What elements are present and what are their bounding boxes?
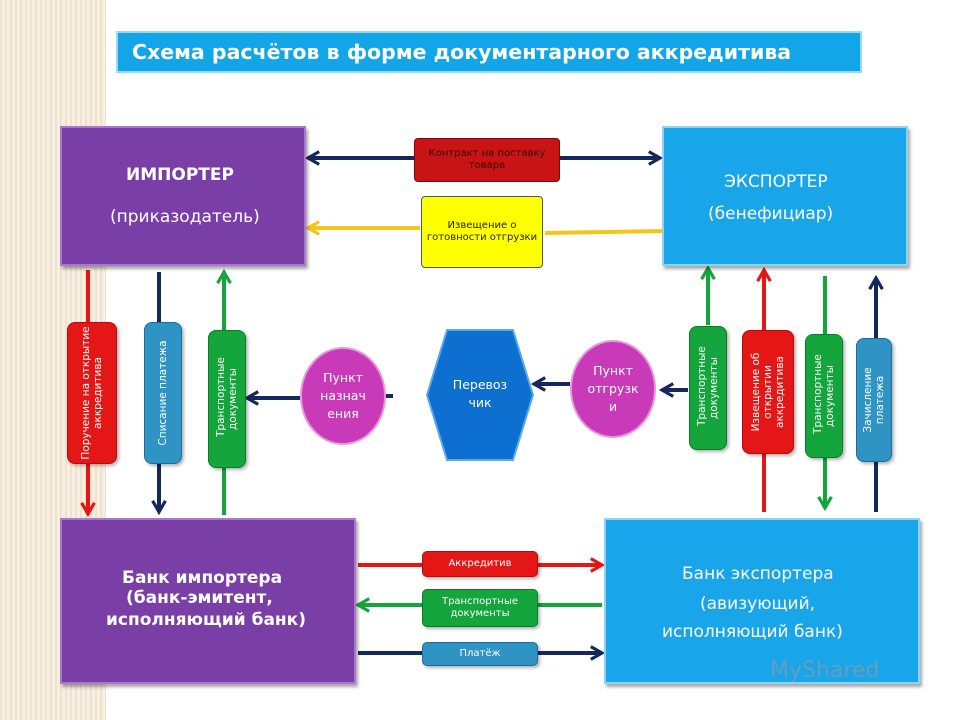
order-pill: Поручение на открытие аккредитива <box>67 322 117 464</box>
lc-notice-pill: Извещение об открытии аккредитива <box>742 330 794 454</box>
exporter-bank-line3: исполняющий банк) <box>662 622 843 642</box>
importer-bank-line3: исполняющий банк) <box>106 610 306 630</box>
docs-pill-right-1-label: Транспортные документы <box>696 346 720 426</box>
credit-pill-label: Зачисление платежа <box>862 367 886 433</box>
importer-name: ИМПОРТЕР <box>126 165 234 185</box>
exporter-box: ЭКСПОРТЕР (бенефициар) <box>662 126 908 266</box>
docs-pill-left: Транспортные документы <box>208 330 246 468</box>
shipment-point-circle: Пункт отгрузк и <box>570 340 656 438</box>
importer-bank-line1: Банк импортера <box>122 568 283 588</box>
docs-pill-left-label: Транспортные документы <box>215 357 239 437</box>
debit-pill-label: Списание платежа <box>157 340 169 446</box>
watermark-logo: MyShared <box>770 658 880 683</box>
notice-line <box>544 229 663 235</box>
carrier-hexagon <box>425 329 535 461</box>
destination-label: Пункт назнач ения <box>320 370 366 421</box>
credit-pill: Зачисление платежа <box>856 338 892 462</box>
exporter-bank-line2: (авизующий, <box>700 594 816 614</box>
contract-label: Контракт на поставку товара <box>428 148 546 171</box>
exporter-bank-box: Банк экспортера (авизующий, исполняющий … <box>604 518 920 684</box>
docs-pill-right-2-label: Транспортные документы <box>812 354 836 434</box>
notice-label: Извещение о готовности отгрузки <box>426 220 538 243</box>
docs-bank-pill: Транспортные документы <box>422 589 538 627</box>
docs-pill-right-2: Транспортные документы <box>805 334 843 458</box>
carrier-label: Перевоз чик <box>452 377 508 410</box>
importer-bank-line2: (банк-эмитент, <box>126 588 273 608</box>
lc-pill-label: Аккредитив <box>448 558 512 569</box>
importer-box: ИМПОРТЕР (приказодатель) <box>60 126 306 266</box>
exporter-name: ЭКСПОРТЕР <box>724 172 828 192</box>
exporter-bank-line1: Банк экспортера <box>682 564 834 584</box>
contract-scroll: Контракт на поставку товара <box>414 138 560 182</box>
lc-notice-pill-label: Извещение об открытии аккредитива <box>750 352 786 432</box>
docs-bank-pill-label: Транспортные документы <box>441 596 519 619</box>
importer-bank-box: Банк импортера (банк-эмитент, исполняющи… <box>60 518 356 684</box>
payment-pill-label: Платёж <box>459 648 501 659</box>
debit-pill: Списание платежа <box>144 322 182 464</box>
destination-circle: Пункт назнач ения <box>300 347 386 445</box>
exporter-role: (бенефициар) <box>708 204 834 224</box>
shipment-point-label: Пункт отгрузк и <box>587 363 639 414</box>
order-pill-label: Поручение на открытие аккредитива <box>80 326 104 460</box>
payment-pill: Платёж <box>422 642 538 666</box>
importer-role: (приказодатель) <box>110 207 260 227</box>
docs-pill-right-1: Транспортные документы <box>689 326 727 450</box>
lc-pill: Аккредитив <box>422 551 538 577</box>
notice-scroll: Извещение о готовности отгрузки <box>421 196 543 268</box>
page-title: Схема расчётов в форме документарного ак… <box>116 31 862 73</box>
